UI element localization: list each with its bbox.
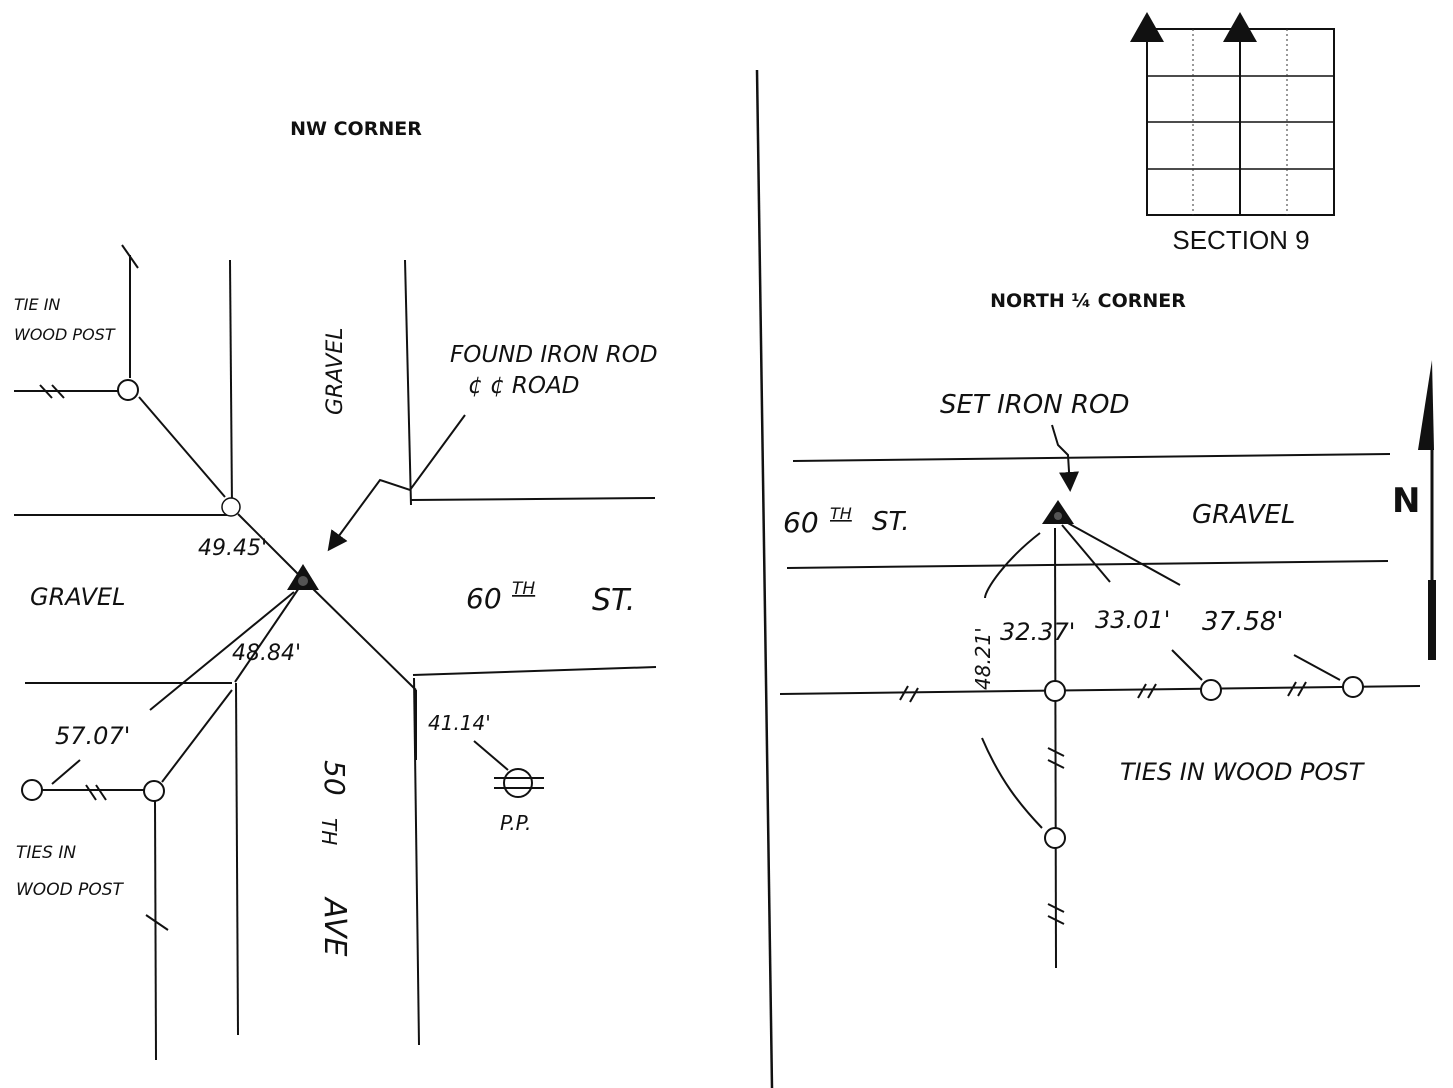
fence-line-vertical [154, 800, 157, 1061]
tie-line [51, 759, 81, 785]
ties-in-label: TIES IN [16, 843, 76, 863]
fence-line-horizontal [779, 685, 1421, 695]
road-edge-line [412, 666, 657, 676]
iron-rod-pointer-arrow [1051, 424, 1080, 492]
distance-label: 48.84' [232, 641, 301, 666]
section-label: SECTION 9 [1172, 225, 1309, 255]
road-centerline-label: ¢ ¢ ROAD [468, 373, 579, 399]
road-edge-line [229, 259, 233, 509]
road-edge-line [792, 453, 1391, 462]
north-arrow-head [1418, 360, 1434, 450]
street-number: 60 [783, 506, 819, 539]
tick-mark [121, 244, 139, 269]
tie-in-label: TIE IN [14, 295, 60, 314]
panel-divider [755, 69, 774, 1088]
tie-line [1065, 521, 1181, 586]
tie-line [149, 591, 295, 711]
distance-label: 41.14' [428, 711, 491, 735]
tick-mark [145, 914, 169, 931]
street-number: 60 [466, 582, 502, 615]
ties-in-label: TIES IN WOOD POST [1120, 758, 1366, 786]
fence-line-vertical [1054, 527, 1057, 969]
tie-line [473, 740, 509, 771]
found-iron-rod-label: FOUND IRON ROD [450, 342, 658, 368]
tie-arc [981, 737, 1043, 829]
distance-label: 48.21' [971, 627, 995, 690]
distance-label: 33.01' [1095, 606, 1170, 634]
tick-mark [1047, 903, 1065, 925]
road-surface-label: GRAVEL [323, 328, 348, 416]
north-letter: N [1392, 481, 1420, 521]
road-surface-label-west: GRAVEL [30, 583, 125, 611]
set-iron-rod-monument [1042, 500, 1074, 524]
iron-rod-pointer-arrow [327, 414, 466, 552]
tie-line [161, 689, 233, 783]
street-name-50th-ave: 50 TH AVE [317, 760, 352, 957]
street-suffix: ST. [592, 583, 635, 618]
distance-label: 32.37' [1000, 618, 1075, 646]
road-edge-line [410, 497, 656, 501]
north-quarter-corner-title: NORTH ¼ CORNER [990, 290, 1186, 312]
nw-corner-title: NW CORNER [290, 118, 422, 140]
road-surface-label: GRAVEL [1192, 500, 1295, 530]
distance-label: 49.45' [198, 536, 267, 561]
tie-line [1293, 654, 1341, 681]
distance-label: 37.58' [1202, 607, 1284, 637]
tie-line [234, 584, 302, 683]
street-ordinal: TH [512, 579, 535, 599]
street-suffix: ST. [872, 507, 910, 537]
wood-post-point [21, 779, 43, 801]
road-edge-line [404, 259, 412, 506]
north-quarter-corner-panel: SECTION 9 NORTH ¼ CORNER SET IRON ROD 60… [779, 12, 1436, 969]
tie-line [1061, 524, 1111, 583]
road-edge-line [235, 682, 239, 1036]
tie-line [237, 513, 302, 578]
road-edge-line [413, 677, 420, 1046]
tick-mark [85, 784, 107, 801]
tie-line [138, 396, 226, 498]
ties-in-label: WOOD POST [16, 880, 124, 900]
wood-post-point [1044, 680, 1066, 702]
avenue-number: 50 [318, 760, 351, 796]
section-grid-diagram: SECTION 9 [1130, 12, 1335, 255]
avenue-suffix: AVE [317, 896, 352, 957]
wood-post-point [221, 497, 241, 517]
power-pole-label: P.P. [500, 811, 531, 835]
tie-arc [984, 532, 1041, 599]
tick-mark [1047, 747, 1065, 769]
tie-lines [779, 521, 1421, 969]
avenue-ordinal: TH [317, 818, 341, 845]
wood-post-point [143, 780, 165, 802]
set-iron-rod-label: SET IRON ROD [940, 390, 1130, 420]
wood-post-point [1044, 827, 1066, 849]
street-name-60th: 60 TH ST. [466, 579, 635, 618]
road-edges [14, 259, 657, 1046]
wood-post-point [1200, 679, 1222, 701]
power-pole-symbol [494, 768, 544, 798]
tie-in-label: WOOD POST [14, 325, 116, 344]
tie-lines [14, 244, 509, 1061]
tie-line [305, 581, 417, 691]
tick-mark [39, 384, 65, 399]
wood-post-point [117, 379, 139, 401]
tick-mark [1287, 681, 1307, 697]
tie-line [1171, 649, 1203, 681]
nw-corner-panel: NW CORNER [14, 118, 658, 1061]
found-iron-rod-monument [287, 564, 319, 590]
section-corner-marker [1223, 12, 1257, 42]
distance-label: 57.07' [55, 722, 130, 750]
wood-post-point [1342, 676, 1364, 698]
street-ordinal: TH [830, 504, 852, 523]
street-name-60th: 60 TH ST. [783, 504, 910, 539]
section-corner-marker [1130, 12, 1164, 42]
road-edge-line [786, 560, 1389, 569]
tick-mark [1137, 683, 1157, 699]
north-arrow-tail [1428, 580, 1436, 660]
tick-mark [899, 685, 919, 703]
north-arrow: N [1392, 360, 1436, 660]
